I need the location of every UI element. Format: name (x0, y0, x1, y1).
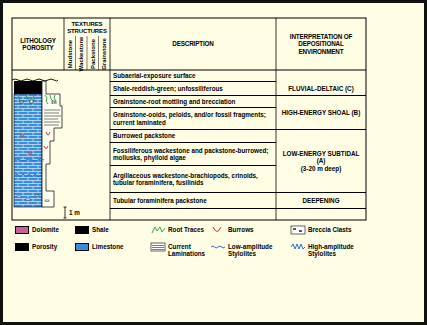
environment-band: LOW-ENERGY SUBTIDAL (A)(3-20 m deep) (276, 130, 366, 193)
scale-label: 1 m (69, 210, 80, 217)
limestone-column (14, 94, 42, 207)
legend-text: Limestone (92, 243, 132, 250)
tubular-foraminifera (17, 195, 49, 202)
legend-swatch (15, 226, 29, 234)
texture-label: Wackestone (78, 37, 85, 72)
band-text: Burrowed packstone (113, 132, 273, 139)
description-band: Subaerial-exposure surface (110, 70, 276, 82)
texture-label: Grainstone (101, 38, 108, 70)
column-heading: INTERPRETATION OF DEPOSITIONAL ENVIRONME… (278, 33, 364, 54)
legend-text: Porosity (32, 243, 72, 250)
burrows (20, 132, 50, 155)
column-heading: DESCRIPTION (172, 40, 213, 47)
low-stylolite-symbol (211, 246, 225, 248)
column-heading: LITHOLOGY POROSITY (14, 37, 62, 51)
breccia-symbol (291, 226, 305, 234)
header-cell: LITHOLOGY POROSITY (12, 18, 64, 70)
texture-profile (42, 81, 62, 207)
band-text: Subaerial-exposure surface (113, 72, 273, 79)
texture-label: Packstone (89, 39, 96, 69)
description-band: Shale-reddish-green; unfossiliferous (110, 82, 276, 96)
current-laminations (44, 110, 61, 125)
header-cell: TEXTURES STRUCTURES Mudstone Wackestone Pac… (64, 18, 110, 70)
description-band: Argillaceous wackestone-brachiopods, cri… (110, 166, 276, 193)
legend-text: Breccia Clasts (308, 226, 368, 233)
description-band: Burrowed packstone (110, 130, 276, 143)
band-text: HIGH-ENERGY SHOAL (B) (282, 109, 360, 116)
environment-band: FLUVIAL-DELTAIC (C) (276, 82, 366, 96)
band-text: Fossiliferous wackestone and packstone-b… (113, 147, 273, 161)
environment-band: DEEPENING (276, 193, 366, 209)
band-text: Argillaceous wackestone-brachiopods, cri… (113, 172, 273, 186)
description-band: Grainstone-ooids, peloids, and/or fossil… (110, 108, 276, 130)
texture-label: Mudstone (66, 40, 73, 68)
table-border (12, 18, 366, 220)
band-text: DEEPENING (302, 197, 339, 204)
header-cell: DESCRIPTION (110, 18, 276, 70)
legend-swatch (75, 243, 89, 251)
header-cell: INTERPRETATION OF DEPOSITIONAL ENVIRONME… (276, 18, 366, 70)
shale-bed (14, 81, 42, 94)
description-band: Grainstone-root mottling and brecciation (110, 96, 276, 108)
legend-text: Root Traces (168, 226, 218, 233)
exposure-surface (12, 79, 58, 81)
description-band: Tubular foraminifera packstone (110, 193, 276, 209)
legend-text: Burrows (228, 226, 278, 233)
burrow-symbol (213, 227, 221, 232)
legend-text: Dolomite (32, 226, 72, 233)
band-text: Tubular foraminifera packstone (113, 197, 273, 204)
band-text: (3-20 m deep) (301, 165, 342, 172)
legend-text: Shale (92, 226, 132, 233)
breccia-clasts (20, 100, 55, 103)
legend-swatch (15, 243, 29, 251)
root-traces (18, 95, 56, 104)
column-heading: TEXTURES STRUCTURES (66, 21, 108, 34)
stylolites (14, 159, 44, 177)
legend-swatch (75, 226, 89, 234)
band-text: LOW-ENERGY SUBTIDAL (A) (278, 150, 364, 164)
description-band: Fossiliferous wackestone and packstone-b… (110, 143, 276, 166)
legend-text: High-amplitude Stylolites (308, 243, 368, 257)
legend-text: Low-amplitude Stylolites (228, 243, 284, 257)
band-text: Grainstone-root mottling and brecciation (113, 98, 273, 105)
high-stylolite-symbol (291, 244, 305, 249)
band-text: Shale-reddish-green; unfossiliferous (113, 85, 273, 92)
lamination-symbol (151, 243, 165, 251)
legend-text: Current Laminations (168, 243, 218, 257)
band-text: FLUVIAL-DELTAIC (C) (288, 85, 354, 92)
environment-band: HIGH-ENERGY SHOAL (B) (276, 96, 366, 130)
column-rule (64, 18, 65, 70)
root-trace-symbol (152, 227, 165, 233)
band-text: Grainstone-ooids, peloids, and/or fossil… (113, 111, 273, 125)
scale-bar (64, 207, 67, 218)
